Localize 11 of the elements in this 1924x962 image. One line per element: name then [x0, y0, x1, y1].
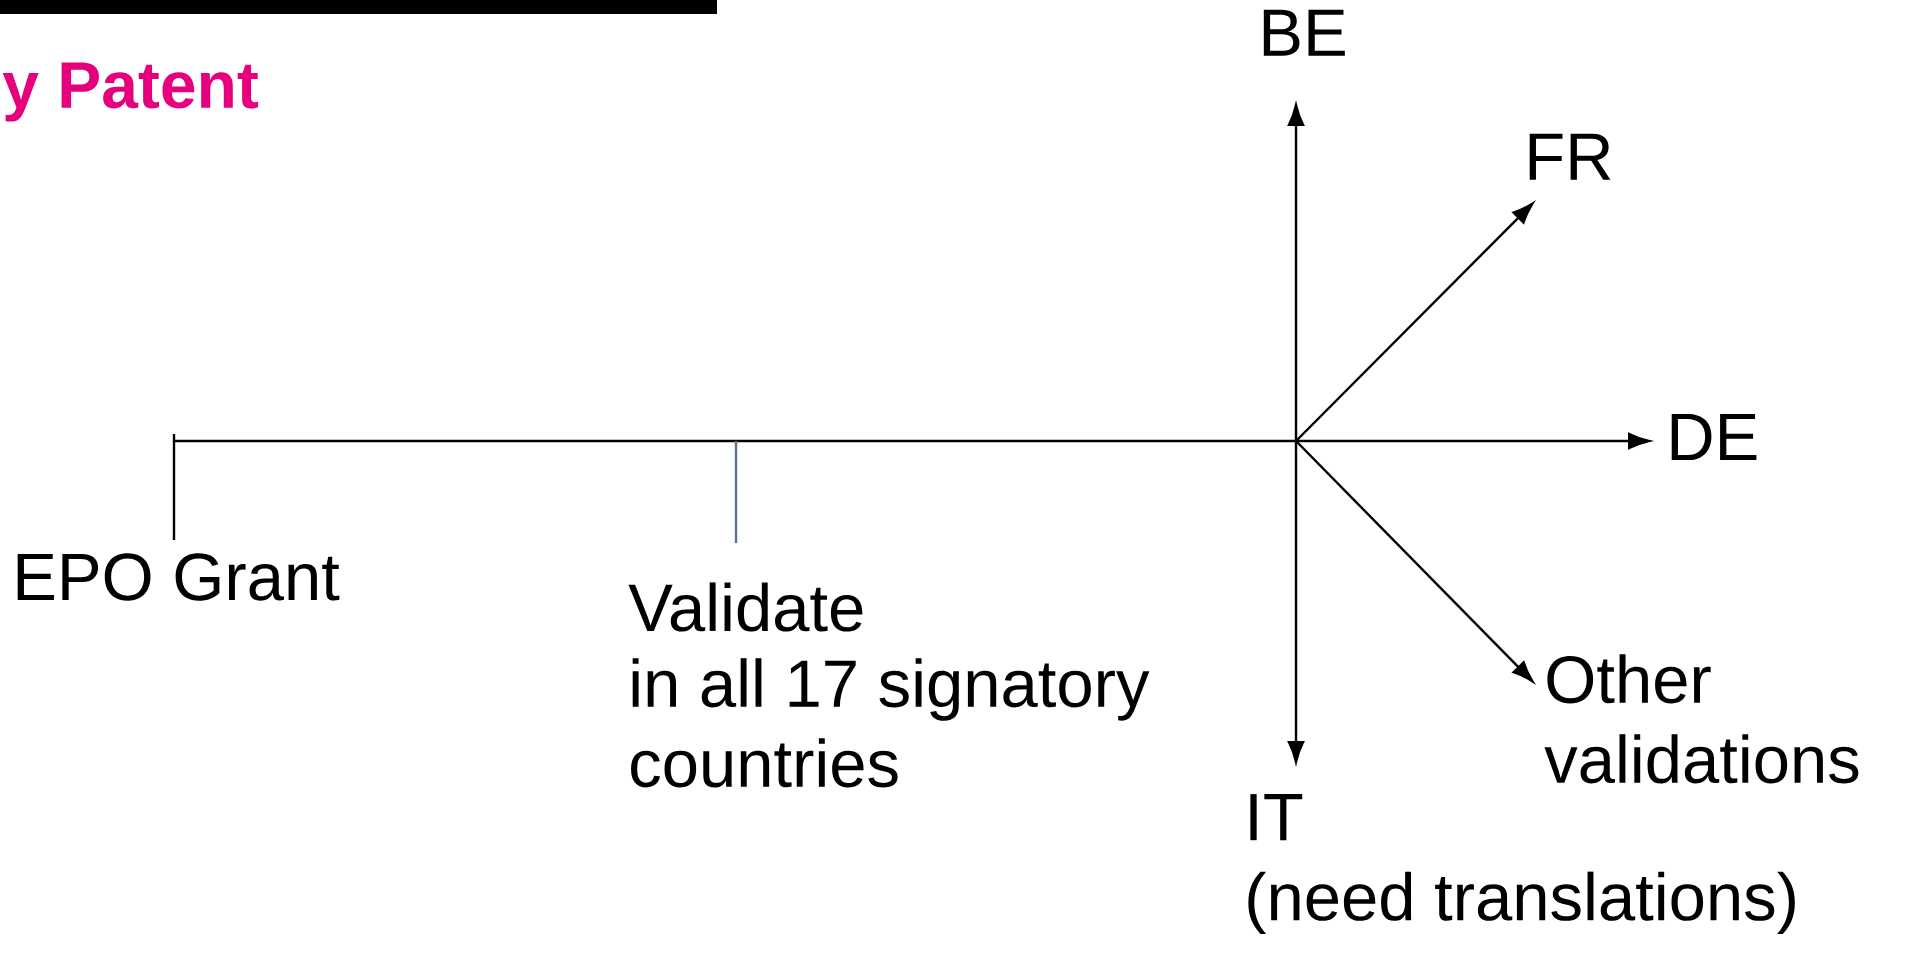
country-label: Other validations	[1544, 654, 1859, 784]
timeline-label: Validate	[628, 582, 863, 632]
arrow	[1295, 440, 1534, 683]
timeline-label: in all 17 signatory countries	[631, 658, 1150, 788]
country-label: BE	[1263, 9, 1345, 56]
country-label: IT (need translations)	[1248, 794, 1795, 935]
arrow	[1295, 202, 1534, 442]
country-label: DE	[1671, 413, 1757, 460]
country-label: FR	[1529, 133, 1611, 180]
title: y Patent	[2, 62, 259, 122]
timeline-label: EPO Grant	[17, 553, 340, 601]
